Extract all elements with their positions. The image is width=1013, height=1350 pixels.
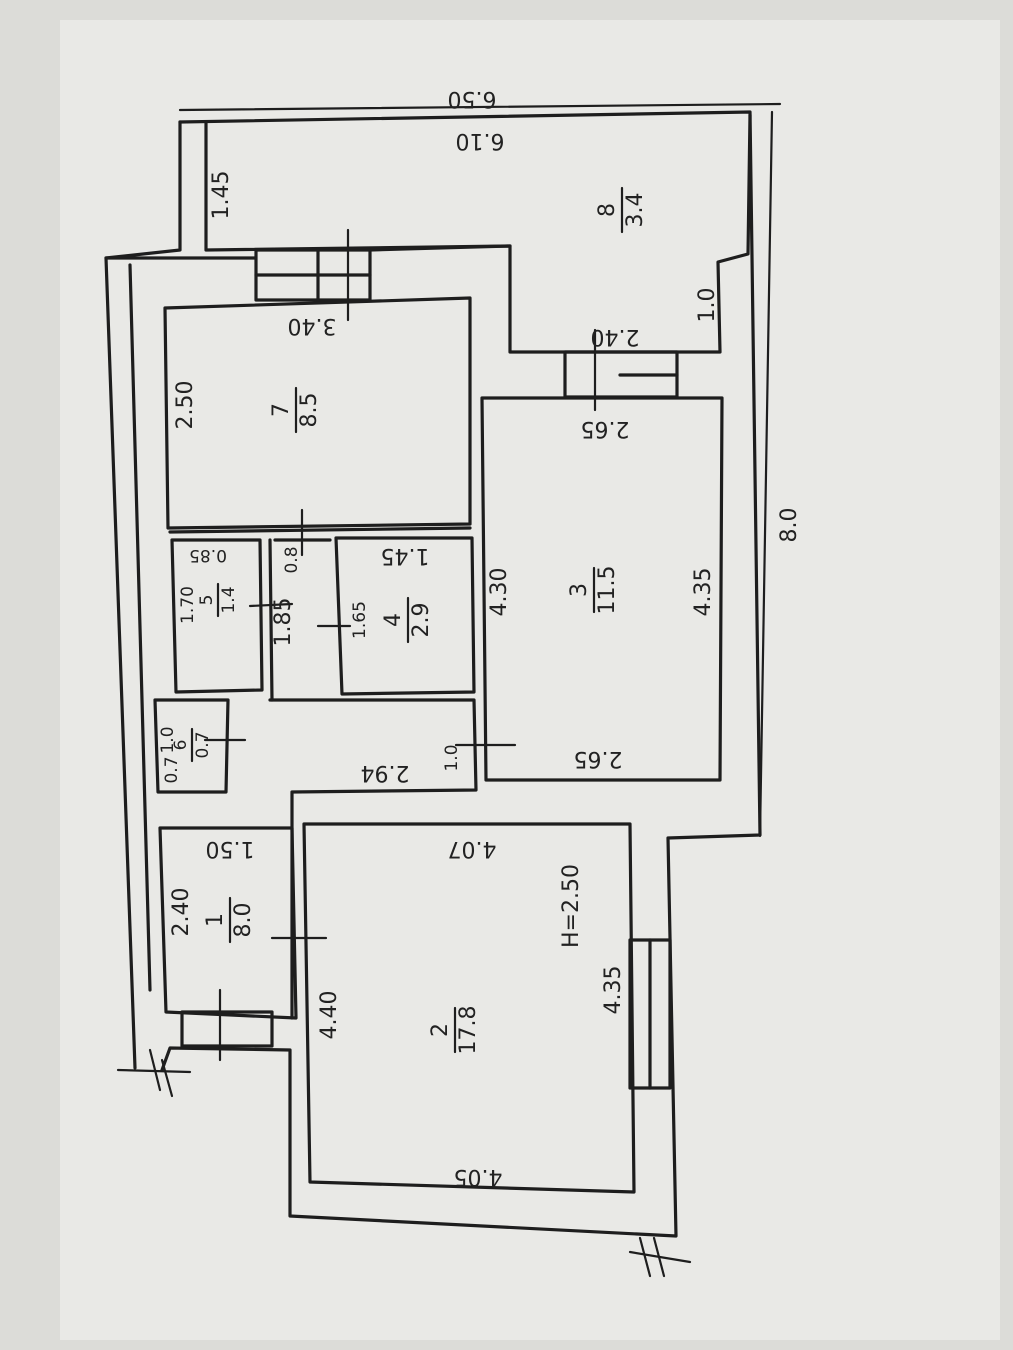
- dimension-r3-left: 4.30: [487, 568, 512, 617]
- room-3: [480, 396, 724, 782]
- room-area: 0.7: [193, 731, 213, 758]
- rooms-4-5: [168, 508, 476, 702]
- room-area: 17.8: [456, 1006, 481, 1055]
- dimension-r2-left: 4.40: [317, 991, 342, 1040]
- room-number: 3: [567, 583, 592, 597]
- dimension-c294: 2.94: [361, 760, 410, 785]
- dimension-ceiling: H=2.50: [559, 864, 584, 948]
- room-number: 5: [197, 595, 217, 606]
- dimension-r7-top: 3.40: [288, 313, 337, 338]
- room-1: [158, 826, 328, 1062]
- dimension-r7-side: 2.50: [173, 381, 198, 430]
- room-area: 11.5: [595, 566, 620, 615]
- dimension-r4-side: 1.65: [350, 601, 370, 639]
- room-area: 1.4: [219, 586, 239, 613]
- dimension-c10: 1.0: [442, 744, 462, 771]
- dimension-r1-side: 2.40: [169, 888, 194, 937]
- dimension-corridor-small: 1.85: [271, 598, 296, 647]
- room-area: 2.9: [409, 603, 434, 638]
- dimension-balcony-side: 1.45: [209, 171, 234, 220]
- dimension-r5-top: 0.85: [189, 545, 227, 565]
- dimension-r6-b: 0.7: [162, 756, 182, 783]
- dimension-r3-bottom: 2.65: [574, 746, 623, 771]
- room-area: 8.0: [231, 903, 256, 938]
- dimension-c08: 0.8: [282, 546, 302, 573]
- dimension-r5-side: 1.70: [178, 586, 198, 624]
- dimension-r2-bottom: 4.05: [454, 1164, 503, 1189]
- room-number: 2: [428, 1023, 453, 1037]
- dimension-r3-top: 2.65: [581, 416, 630, 441]
- dimension-b-240: 2.40: [591, 324, 640, 349]
- room-number: 7: [269, 403, 294, 417]
- room-6: [153, 698, 247, 794]
- dimension-labels: 6.50 6.10 1.45 1.0 8.0 3.40 2.50 2.65 2.65 4.30 4.…: [158, 86, 802, 1189]
- room-area: 8.5: [297, 393, 322, 428]
- dimension-r2-top: 4.07: [448, 836, 497, 861]
- dimension-r2-right: 4.35: [601, 966, 626, 1015]
- room-number: 4: [381, 613, 406, 627]
- break-marks: [116, 1048, 692, 1278]
- dimension-r3-right: 4.35: [691, 568, 716, 617]
- room-2: [302, 822, 672, 1194]
- room-number: 6: [171, 740, 191, 751]
- room-number: 1: [203, 913, 228, 927]
- dimension-r6-a: 1.0: [158, 726, 178, 753]
- room-number: 8: [595, 203, 620, 217]
- dimension-r45-top: 1.45: [381, 543, 430, 568]
- dimension-balcony-small: 1.0: [695, 288, 720, 323]
- dimension-balcony-inner: 6.10: [456, 128, 505, 153]
- room-area: 3.4: [623, 193, 648, 228]
- dimension-r1-top: 1.50: [206, 836, 255, 861]
- dimension-overall-right: 8.0: [777, 508, 802, 543]
- dimension-outer-top: 6.50: [448, 86, 497, 111]
